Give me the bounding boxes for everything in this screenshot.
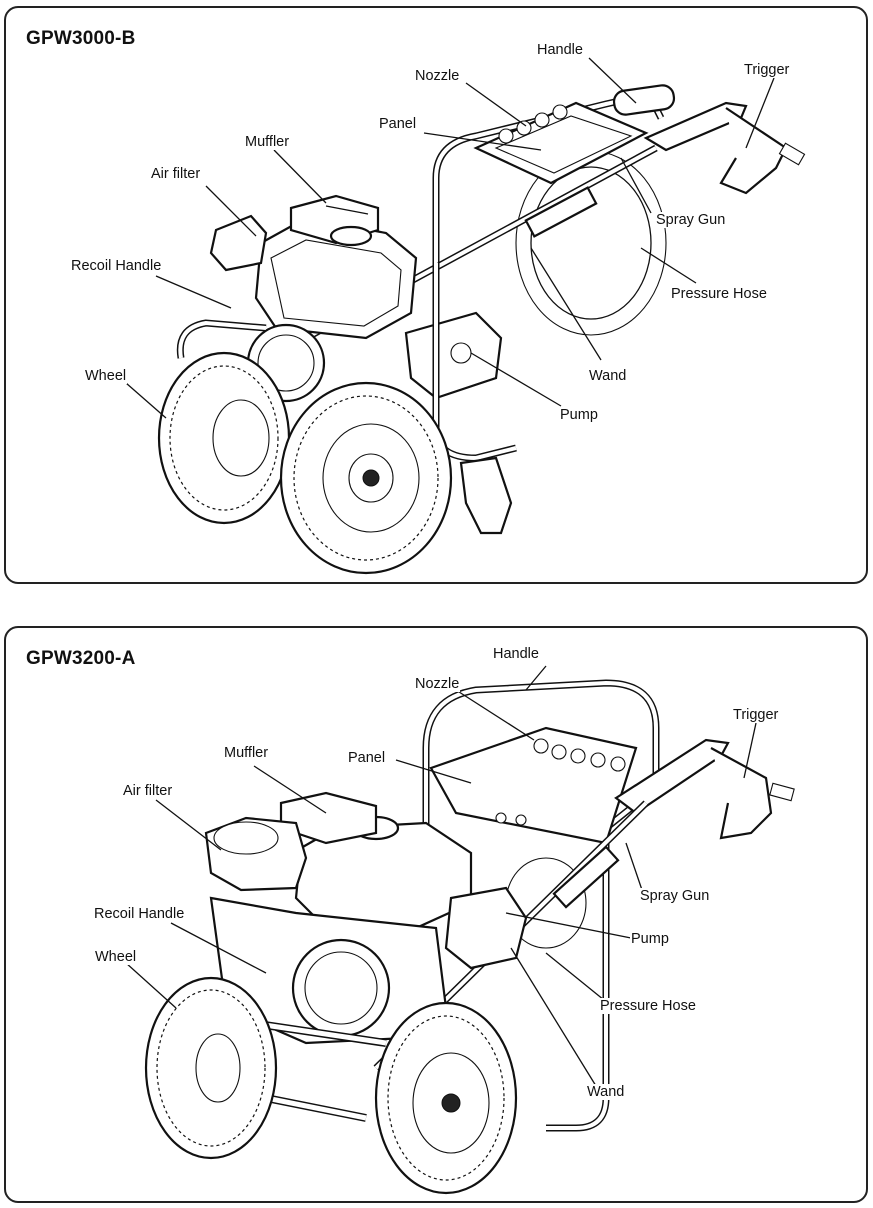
- label-recoil-handle: Recoil Handle: [93, 906, 186, 922]
- label-panel: Panel: [378, 116, 418, 132]
- leader-air-filter: [205, 185, 257, 237]
- leader-panel: [423, 132, 542, 151]
- leader-pump: [505, 912, 632, 939]
- leader-spray-gun: [620, 157, 652, 214]
- leader-handle: [588, 57, 637, 104]
- label-nozzle: Nozzle: [414, 676, 461, 692]
- label-air-filter: Air filter: [150, 166, 202, 182]
- label-pump: Pump: [559, 407, 599, 423]
- label-recoil-handle: Recoil Handle: [70, 258, 163, 274]
- label-handle: Handle: [536, 42, 584, 58]
- leader-trigger: [745, 77, 775, 149]
- label-nozzle: Nozzle: [414, 68, 461, 84]
- model-title: GPW3000-B: [26, 28, 136, 49]
- leader-nozzle: [455, 689, 535, 741]
- leader-nozzle: [465, 82, 527, 127]
- label-spray-gun: Spray Gun: [639, 888, 711, 904]
- leader-pump: [470, 352, 562, 407]
- leader-recoil-handle: [170, 922, 267, 974]
- leader-spray-gun: [625, 842, 643, 891]
- leader-recoil-handle: [155, 275, 232, 309]
- pressure-washer-illustration-1: [125, 57, 806, 575]
- leader-pressure-hose: [640, 247, 697, 284]
- label-pump: Pump: [630, 931, 670, 947]
- label-handle: Handle: [492, 646, 540, 662]
- label-wheel: Wheel: [84, 368, 128, 384]
- pressure-washer-illustration-2: [125, 665, 795, 1195]
- leader-air-filter: [155, 799, 222, 851]
- label-pressure-hose: Pressure Hose: [670, 286, 768, 302]
- leader-wand: [530, 247, 602, 361]
- diagram-panel-gpw3200a: GPW3200-A Handle Trigger Nozzle Panel Mu…: [4, 626, 868, 1203]
- leader-muffler: [273, 149, 327, 204]
- label-muffler: Muffler: [223, 745, 270, 761]
- leader-trigger: [743, 722, 757, 779]
- label-panel: Panel: [347, 750, 387, 766]
- leader-wheel: [125, 962, 177, 1009]
- label-wand: Wand: [588, 368, 628, 384]
- label-pressure-hose: Pressure Hose: [599, 998, 697, 1014]
- label-air-filter: Air filter: [122, 783, 174, 799]
- label-muffler: Muffler: [244, 134, 291, 150]
- leader-wheel: [125, 382, 167, 419]
- label-trigger: Trigger: [732, 707, 780, 723]
- leader-pressure-hose: [545, 952, 605, 1001]
- model-title: GPW3200-A: [26, 648, 136, 669]
- leader-wand: [510, 947, 597, 1087]
- label-spray-gun: Spray Gun: [655, 212, 727, 228]
- label-wheel: Wheel: [94, 949, 138, 965]
- leader-muffler: [253, 765, 327, 814]
- leader-panel: [395, 759, 472, 784]
- leader-handle: [525, 665, 547, 691]
- label-wand: Wand: [586, 1084, 626, 1100]
- label-trigger: Trigger: [743, 62, 791, 78]
- diagram-panel-gpw3000b: GPW3000-B Handle Trigger Nozzle Panel Mu…: [4, 6, 868, 584]
